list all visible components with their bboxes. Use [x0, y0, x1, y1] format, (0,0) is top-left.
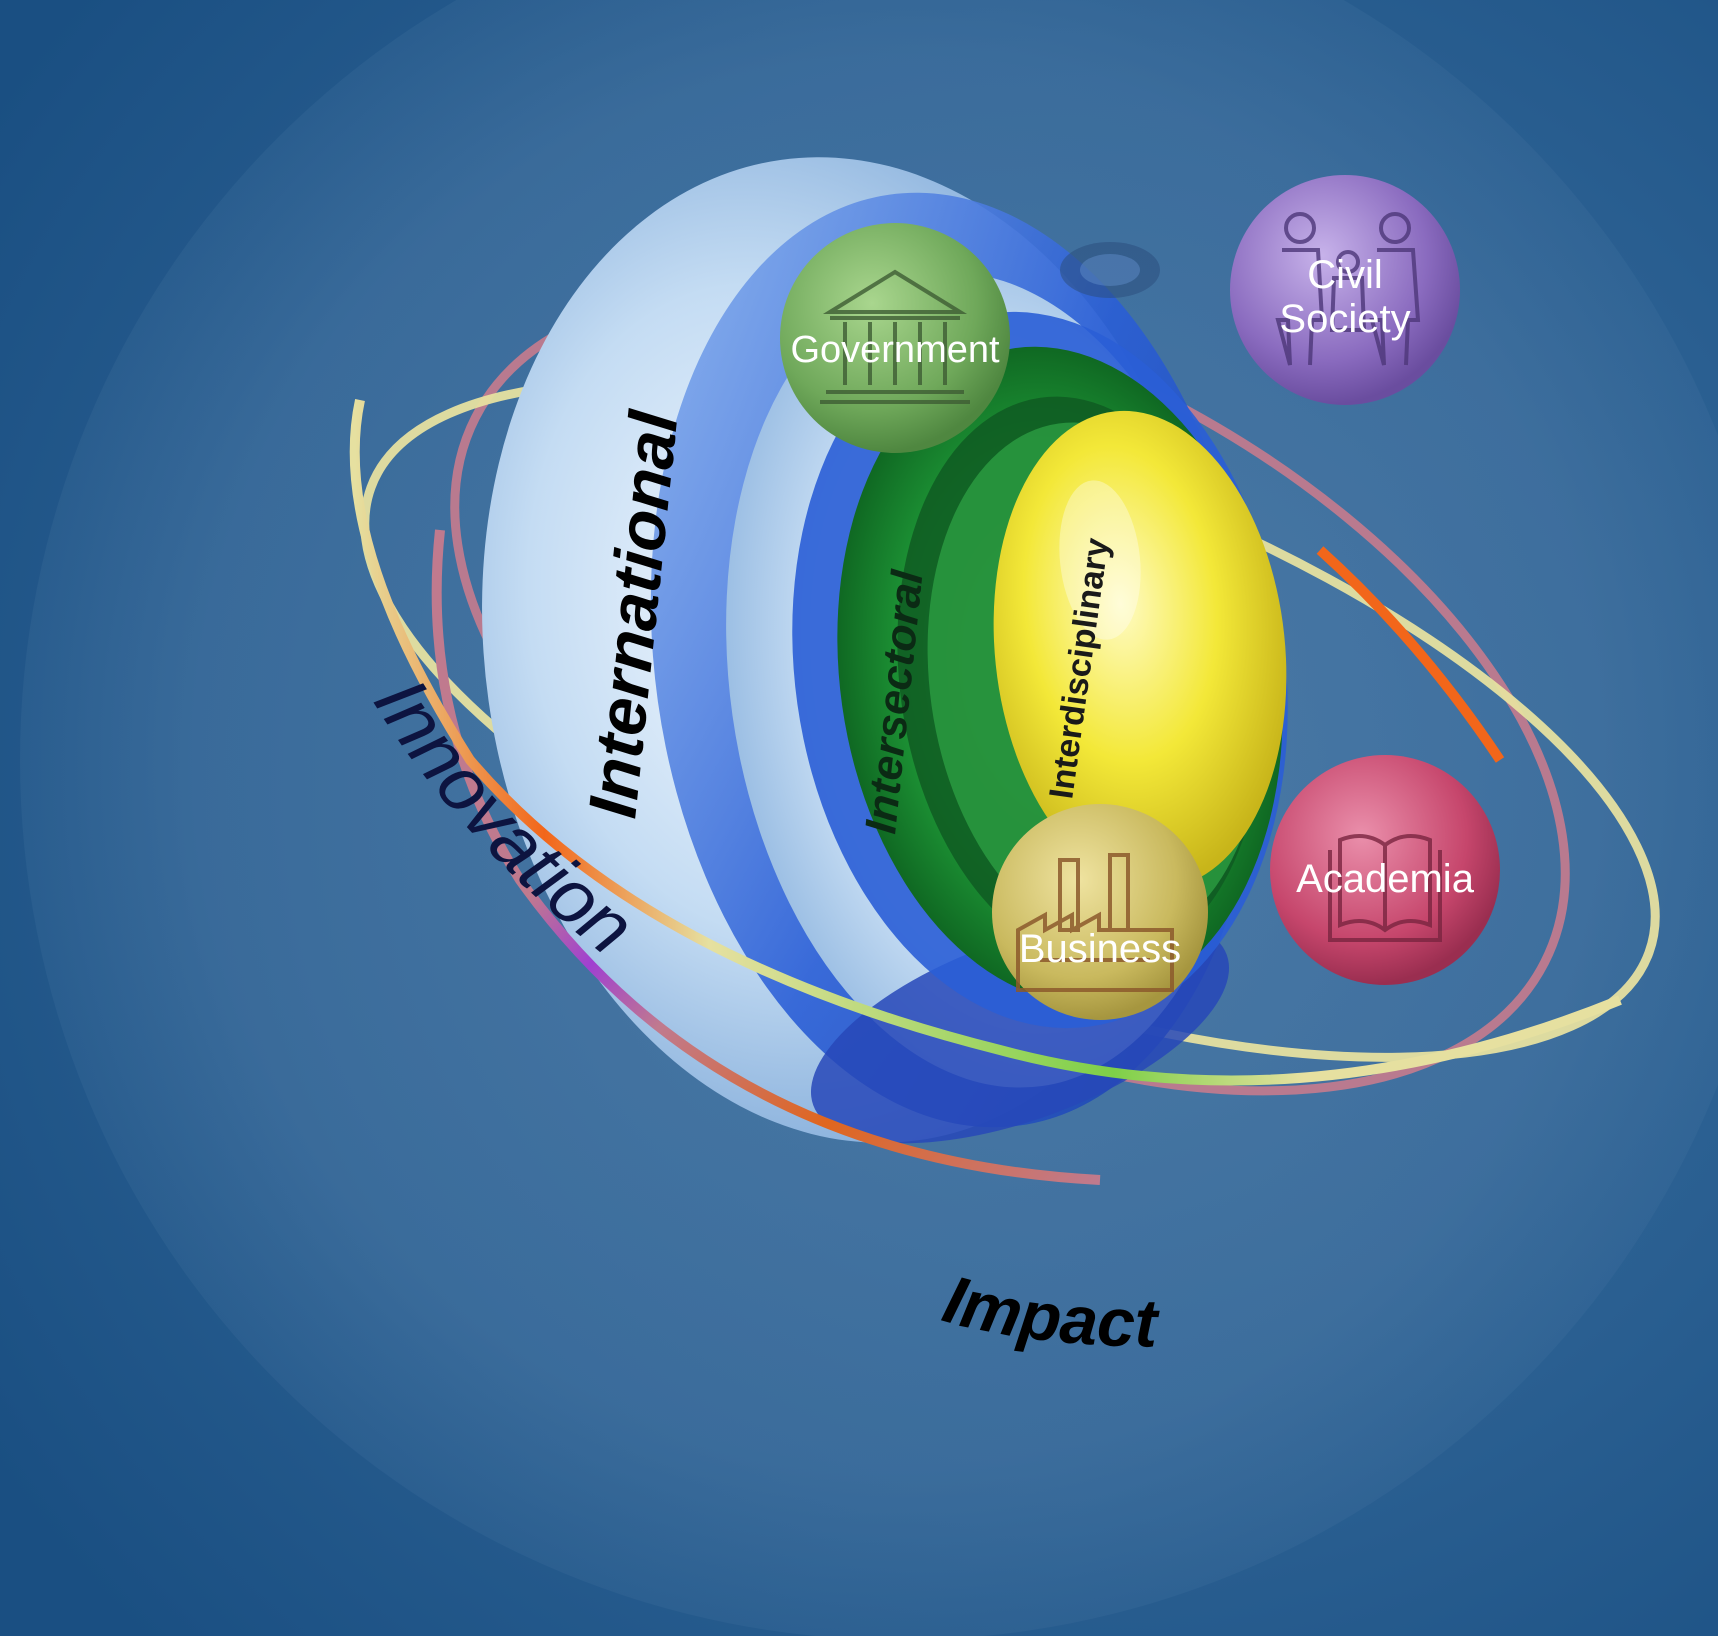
academia-node: Academia	[1270, 755, 1500, 985]
academia-label: Academia	[1296, 857, 1475, 901]
government-label: Government	[790, 329, 1000, 371]
government-building-icon	[820, 269, 970, 404]
innovation-orbit-front	[349, 398, 1622, 1086]
civil-society-label-line2: Society	[1279, 297, 1410, 341]
business-node: Business	[992, 804, 1208, 1020]
core-highlight	[1059, 480, 1141, 640]
civil-society-label-line1: Civil	[1307, 253, 1383, 297]
government-node: Government	[780, 223, 1010, 453]
civil-society-node: Civil Society	[1230, 175, 1460, 405]
factory-icon	[1016, 853, 1174, 992]
people-icon	[1275, 212, 1421, 366]
business-label: Business	[1019, 927, 1181, 971]
interdisciplinary-core	[993, 410, 1287, 890]
impact-orbit-front	[431, 529, 1101, 1185]
open-book-icon	[1328, 834, 1442, 942]
impact-orbit-orange-segment	[1316, 546, 1505, 763]
